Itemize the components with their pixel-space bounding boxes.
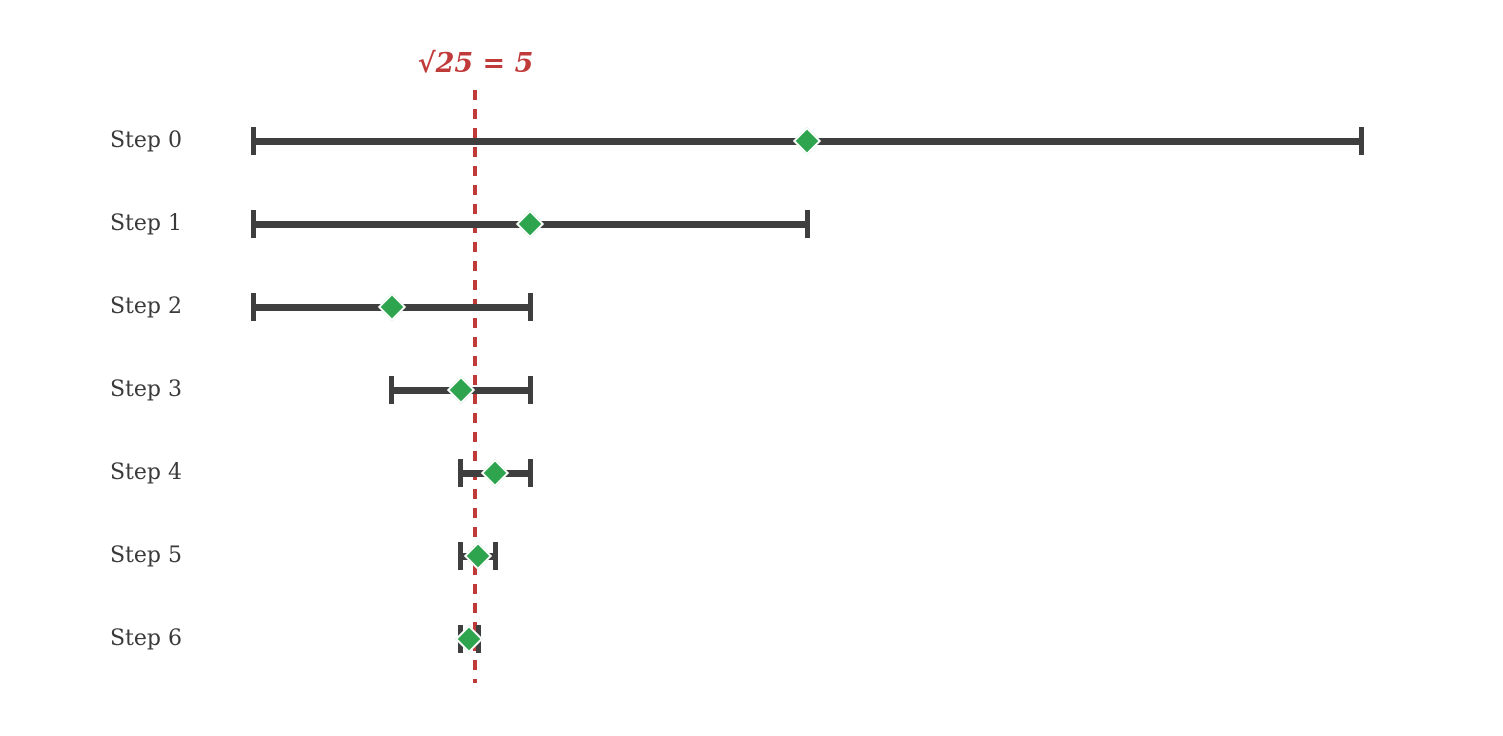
interval-cap-right: [804, 210, 810, 238]
midpoint-diamond-marker: [792, 126, 822, 156]
step-label: Step 0: [109, 128, 182, 153]
interval-cap-right: [492, 542, 498, 570]
interval-cap-right: [527, 459, 533, 487]
step-label: Step 2: [109, 294, 182, 319]
interval-cap-right: [527, 376, 533, 404]
step-label: Step 4: [109, 460, 182, 485]
interval-cap-right: [1358, 127, 1364, 155]
interval-cap-left: [389, 376, 394, 404]
interval-cap-left: [250, 293, 256, 321]
interval-cap-left: [250, 210, 256, 238]
step-label: Step 6: [109, 626, 182, 651]
midpoint-diamond-marker: [463, 541, 493, 571]
midpoint-diamond-marker: [515, 209, 545, 239]
midpoint-diamond-marker: [481, 458, 510, 488]
interval-cap-left: [458, 459, 464, 487]
step-label: Step 5: [109, 543, 182, 568]
interval-cap-right: [527, 293, 533, 321]
interval-cap-left: [250, 127, 256, 155]
step-label: Step 1: [109, 211, 182, 236]
chart-title: √25 = 5: [417, 48, 534, 79]
midpoint-diamond-marker: [446, 375, 475, 405]
interval-cap-left: [458, 542, 464, 570]
step-label: Step 3: [109, 377, 182, 402]
midpoint-diamond-marker: [377, 292, 406, 322]
